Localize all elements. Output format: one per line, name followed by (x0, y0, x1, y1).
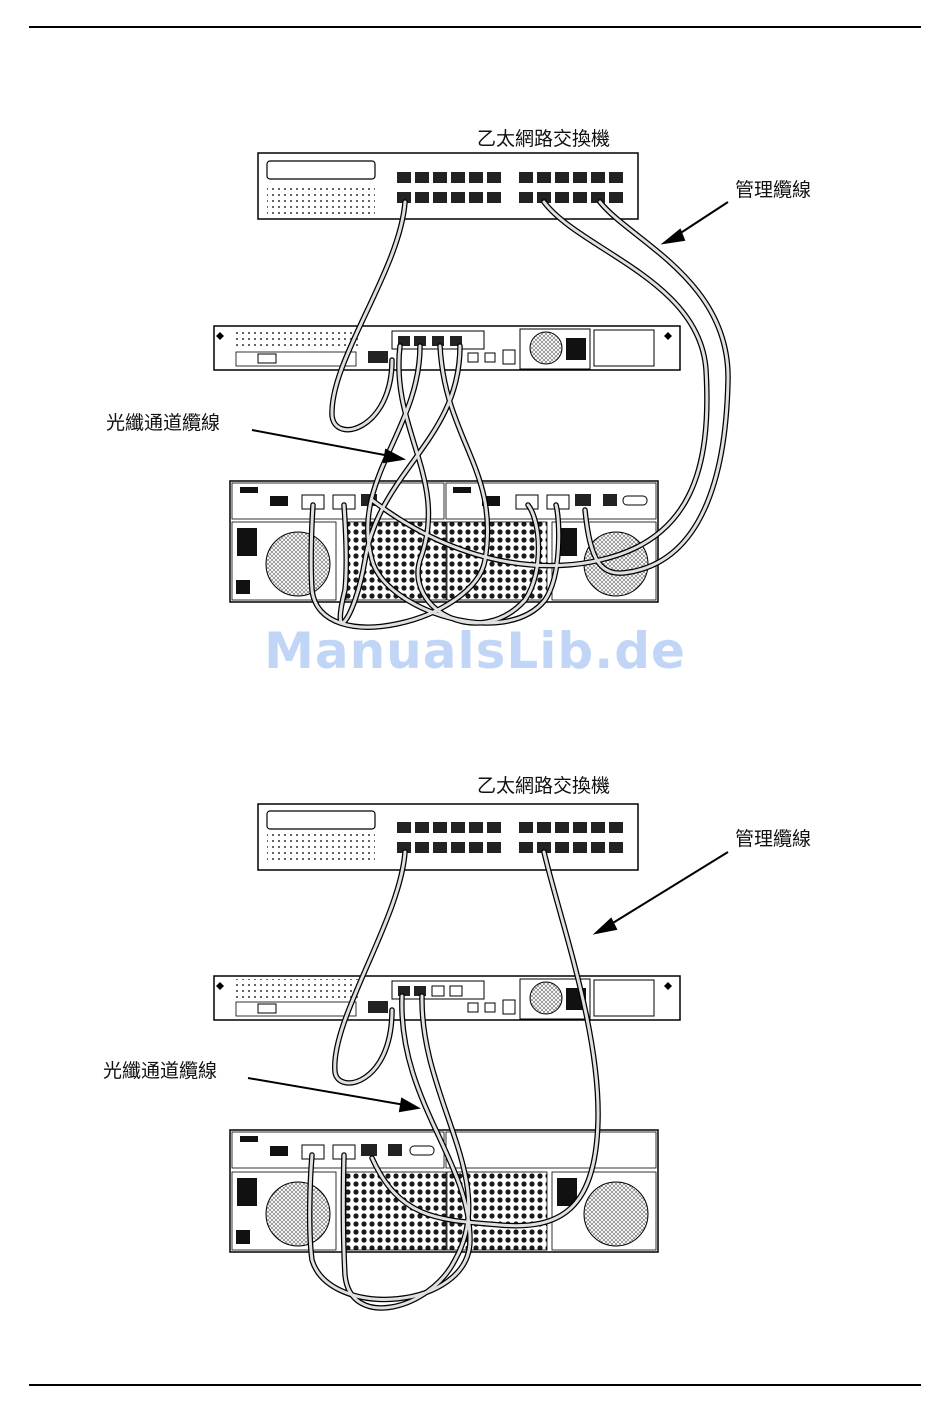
cabling-diagram-top (0, 0, 950, 700)
server-chassis (214, 976, 680, 1020)
watermark: ManualsLib.de (0, 622, 950, 680)
cabling-diagram-bottom (0, 700, 950, 1340)
cables (311, 202, 728, 627)
bottom-rule (29, 1384, 921, 1386)
ethernet-switch (258, 153, 638, 219)
ethernet-switch (258, 804, 638, 870)
server-chassis (214, 326, 680, 370)
